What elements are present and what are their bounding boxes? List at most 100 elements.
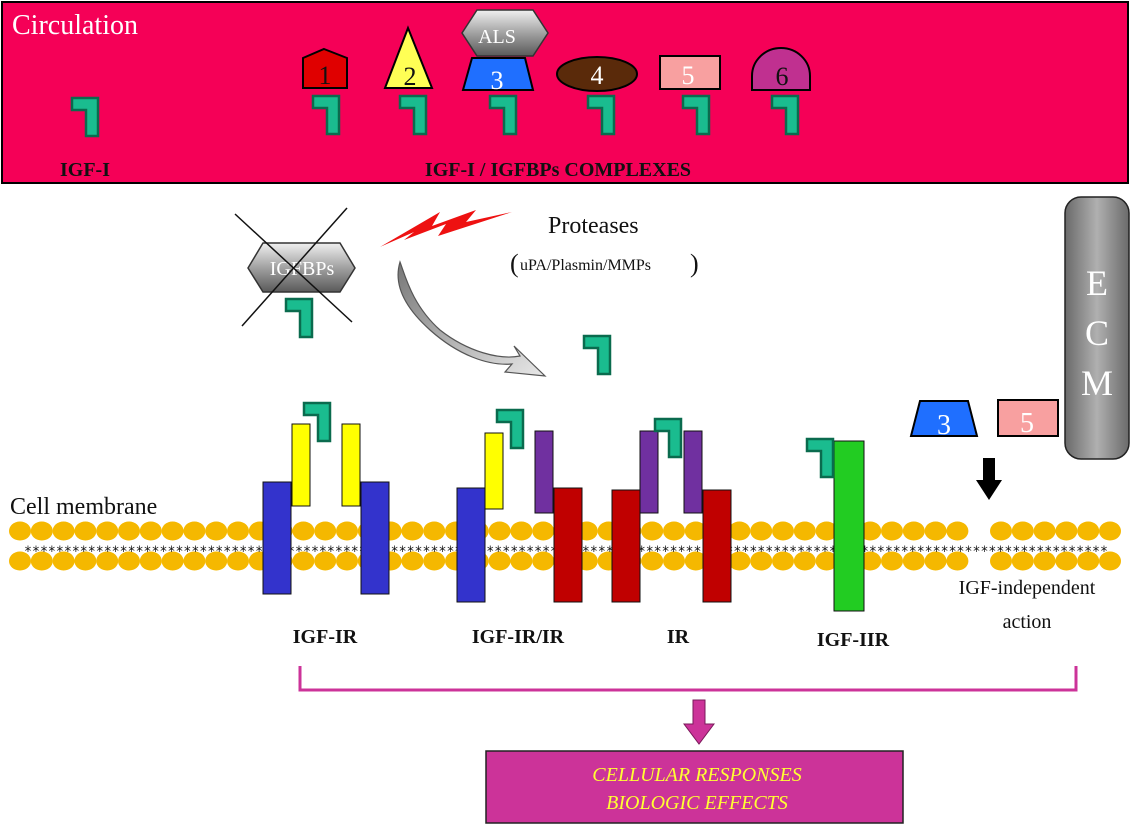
lipid-head — [881, 521, 903, 541]
igf-iir-shape — [833, 440, 865, 612]
lipid-head — [183, 521, 206, 541]
lipid-head — [292, 551, 315, 571]
lipid-head — [641, 521, 664, 541]
lipid-head — [74, 551, 97, 571]
lipid-head — [946, 551, 969, 571]
ecm-letter-e: E — [1086, 263, 1108, 303]
lipid-head — [902, 551, 925, 571]
lipid-head — [205, 521, 228, 541]
ecm-column: E C M — [1064, 196, 1130, 460]
igfbp4-label: 4 — [591, 61, 604, 90]
proteases-detail: uPA/Plasmin/MMPs — [520, 257, 651, 274]
lipid-head — [990, 521, 1012, 541]
lipid-head — [96, 551, 119, 571]
lipid-head — [1055, 521, 1078, 541]
igfbp3-shape — [461, 57, 535, 91]
ecm-bound-bps: 3 5 — [909, 399, 1059, 500]
free-igfbp3-shape — [909, 400, 979, 437]
ecm-letter-c: C — [1085, 313, 1109, 353]
lipid-head — [488, 551, 511, 571]
independent-line1: IGF-independent — [959, 577, 1096, 599]
lipid-head — [532, 521, 555, 541]
lipid-head — [684, 551, 707, 571]
igf-iir-receptor: IGF-IIR — [805, 437, 890, 651]
lipid-head — [793, 551, 816, 571]
lipid-head — [750, 551, 773, 571]
protease-lightning-icon — [380, 210, 512, 247]
lipid-head — [52, 521, 75, 541]
lipid-head — [9, 521, 31, 541]
proteases-label: Proteases — [548, 213, 639, 239]
responses-bracket — [298, 666, 1078, 692]
lipid-head — [292, 521, 315, 541]
lipid-head — [336, 551, 358, 571]
igfbps-igf-icon — [284, 297, 314, 339]
igf-ir-beta-left — [262, 481, 292, 595]
membrane-label: Cell membrane — [10, 494, 157, 520]
circulation-panel: Circulation IGF-I 1 2 ALS 3 4 — [1, 1, 1129, 184]
lipid-head — [161, 551, 184, 571]
cleaved-igfbps: IGFBPs — [234, 207, 356, 339]
lipid-head — [1099, 551, 1121, 571]
lipid-head — [1077, 551, 1100, 571]
ecm-shape — [1064, 196, 1130, 460]
lipid-head — [183, 551, 206, 571]
lipid-head — [118, 551, 140, 571]
igfbp2-complex: 2 — [383, 25, 434, 136]
igfbp5-complex: 5 — [659, 55, 721, 136]
free-igfbp3-label: 3 — [937, 410, 951, 441]
lipid-head — [139, 521, 162, 541]
lipid-head — [401, 551, 424, 571]
igfbp4-complex: 4 — [556, 56, 638, 136]
proteases-open-paren: ( — [510, 249, 519, 278]
ir-receptor: IR — [611, 417, 732, 648]
lipid-head — [728, 551, 751, 571]
circulation-background — [1, 1, 1129, 184]
igf-iir-bound-igf-icon — [805, 437, 835, 479]
lipid-head — [859, 551, 882, 571]
down-arrow-icon — [976, 458, 1002, 500]
lipid-head — [772, 551, 794, 571]
hybrid-alpha-yellow — [484, 432, 504, 510]
lipid-head — [990, 551, 1012, 571]
ir-alpha-right — [683, 430, 703, 514]
lipid-head — [118, 521, 140, 541]
lipid-head — [815, 551, 838, 571]
ir-beta-right — [702, 489, 732, 603]
lipid-head — [401, 521, 424, 541]
lipid-head — [663, 521, 685, 541]
igf-ir-ir-label: IGF-IR/IR — [472, 626, 565, 648]
responses-line2: BIOLOGIC EFFECTS — [606, 792, 788, 814]
igfbp4-shape — [556, 56, 638, 92]
als-shape — [461, 9, 549, 57]
ecm-letter-m: M — [1081, 363, 1113, 403]
lipid-head — [30, 551, 53, 571]
igfbp1-shape — [302, 47, 348, 89]
lipid-head — [1033, 521, 1056, 541]
lipid-head — [924, 521, 947, 541]
igfbp5-shape — [659, 55, 721, 90]
lipid-head — [74, 521, 97, 541]
lipid-head — [510, 551, 533, 571]
lipid-head — [227, 551, 249, 571]
lipid-head — [30, 521, 53, 541]
igfbps-shape — [247, 242, 356, 293]
hybrid-beta-red — [553, 487, 583, 603]
lipid-head — [684, 521, 707, 541]
circulation-title: Circulation — [12, 10, 138, 41]
igfbp2-shape — [383, 25, 434, 89]
als-label: ALS — [478, 26, 516, 48]
lipid-head — [52, 551, 75, 571]
lipid-head — [1099, 521, 1121, 541]
lipid-head — [96, 521, 119, 541]
lipid-head — [314, 551, 337, 571]
igf-ir-label: IGF-IR — [293, 626, 358, 648]
lipid-head — [859, 521, 882, 541]
lipid-head — [336, 521, 358, 541]
igfbp1-complex: 1 — [302, 47, 348, 136]
independent-line2: action — [1003, 611, 1052, 633]
proteases-close-paren: ) — [690, 249, 699, 278]
free-igfbp5-label: 5 — [1020, 408, 1034, 439]
lipid-head — [1033, 551, 1056, 571]
lipid-head — [1077, 521, 1100, 541]
